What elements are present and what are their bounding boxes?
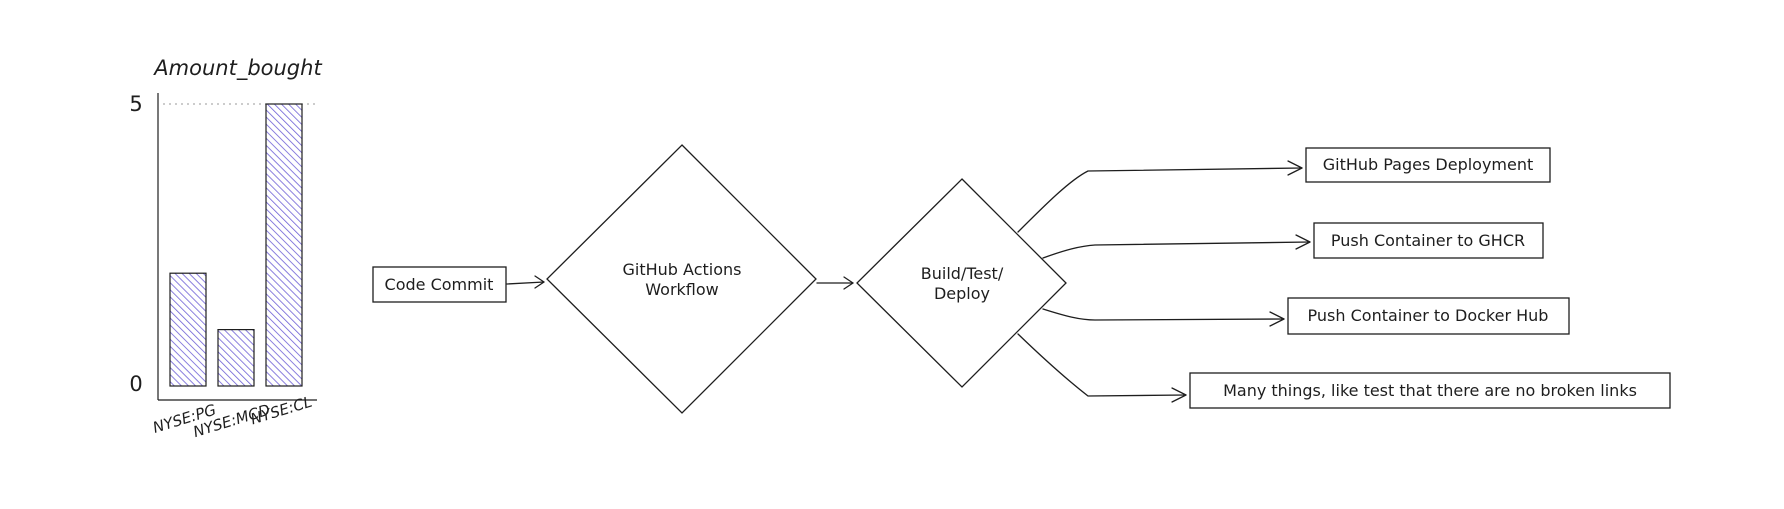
ci-cd-flow-diagram: Code Commit GitHub Actions Workflow Buil… — [372, 144, 1671, 414]
bar-nyse-cl — [265, 103, 303, 387]
node-broken-links-test[interactable]: Many things, like test that there are no… — [1189, 372, 1671, 409]
github-pages-label: GitHub Pages Deployment — [1323, 155, 1534, 174]
arrow-build-to-ghcr — [1042, 234, 1311, 259]
broken-links-label: Many things, like test that there are no… — [1223, 381, 1637, 400]
node-push-container-ghcr[interactable]: Push Container to GHCR — [1313, 222, 1544, 259]
node-code-commit[interactable]: Code Commit — [372, 266, 507, 303]
ghcr-label: Push Container to GHCR — [1331, 231, 1525, 250]
build-test-deploy-label-line2: Deploy — [934, 284, 990, 303]
arrow-actions-to-build — [816, 276, 854, 290]
code-commit-label: Code Commit — [385, 275, 494, 294]
node-github-pages-deployment[interactable]: GitHub Pages Deployment — [1305, 147, 1551, 183]
github-pages-box — [1305, 147, 1551, 183]
y-tick-label-max: 5 — [129, 92, 142, 116]
chart-title: Amount_bought — [152, 56, 322, 81]
x-tick-label-cl: NYSE:CL — [248, 393, 314, 429]
bar-nyse-mcd — [217, 329, 255, 387]
node-build-test-deploy[interactable]: Build/Test/ Deploy — [856, 178, 1067, 388]
arrow-build-to-broken-links — [1017, 333, 1187, 403]
build-test-deploy-label-line1: Build/Test/ — [921, 264, 1004, 283]
node-push-container-docker-hub[interactable]: Push Container to Docker Hub — [1287, 297, 1570, 335]
broken-links-box — [1189, 372, 1671, 409]
ghcr-box — [1313, 222, 1544, 259]
arrow-build-to-docker-hub — [1042, 308, 1285, 327]
bar-chart: Amount_bought 5 0 NYSE:PG NYSE:MCD NYSE:… — [129, 56, 322, 441]
arrow-build-to-pages — [1017, 160, 1303, 233]
node-github-actions-workflow[interactable]: GitHub Actions Workflow — [546, 144, 817, 414]
github-actions-label-line2: Workflow — [645, 280, 718, 299]
build-test-deploy-diamond — [856, 178, 1067, 388]
y-tick-label-min: 0 — [129, 372, 142, 396]
docker-hub-box — [1287, 297, 1570, 335]
github-actions-diamond — [546, 144, 817, 414]
arrow-commit-to-actions — [506, 275, 545, 289]
code-commit-box — [372, 266, 507, 303]
bar-nyse-pg — [169, 272, 207, 387]
github-actions-label-line1: GitHub Actions — [623, 260, 742, 279]
docker-hub-label: Push Container to Docker Hub — [1308, 306, 1549, 325]
